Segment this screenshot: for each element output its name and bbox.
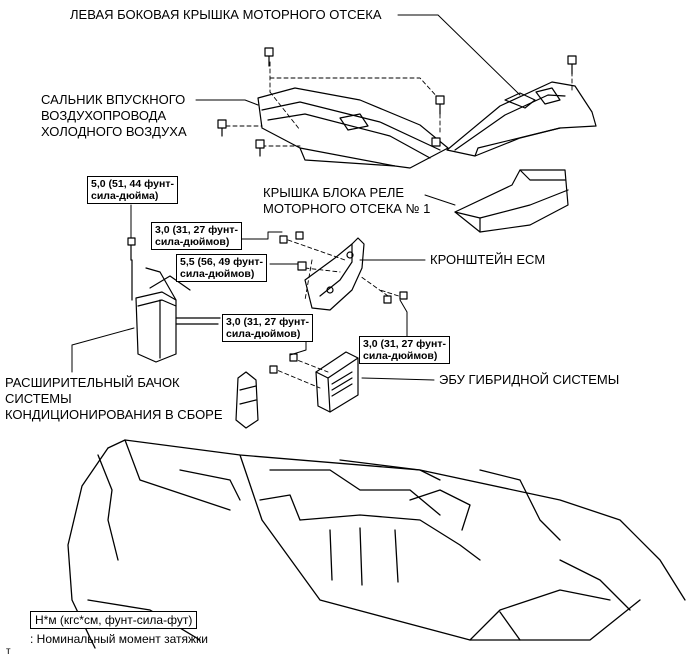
hose-part — [235, 371, 259, 429]
torque-value: 5,0 (51, 44 фунт- — [91, 178, 174, 190]
cover-bolts — [217, 47, 577, 157]
torque-box-ecu-right: 3,0 (31, 27 фунт- сила-дюймов) — [359, 336, 450, 364]
label-relay-cover-1: КРЫШКА БЛОКА РЕЛЕ — [263, 185, 405, 200]
relay-block-cover-part — [454, 169, 569, 233]
intake-seal-part — [257, 87, 449, 169]
torque-value: 3,0 (31, 27 фунт- — [226, 316, 309, 328]
torque-box-bracket-nut: 5,5 (56, 49 фунт- сила-дюймов) — [176, 254, 267, 282]
label-relay-cover-2: МОТОРНОГО ОТСЕКА № 1 — [263, 201, 431, 216]
legend-unit-box: Н*м (кгс*см, фунт-сила-фут) — [30, 611, 198, 629]
torque-box-ecu-left: 3,0 (31, 27 фунт- сила-дюймов) — [222, 314, 313, 342]
torque-unit: сила-дюймов) — [155, 236, 230, 248]
label-intake-seal-3: ХОЛОДНОГО ВОЗДУХА — [41, 124, 187, 139]
torque-unit: сила-дюймов) — [180, 268, 255, 280]
label-intake-seal-2: ВОЗДУХОПРОВОДА — [41, 108, 167, 123]
label-hybrid-ecu: ЭБУ ГИБРИДНОЙ СИСТЕМЫ — [439, 372, 620, 387]
torque-value: 3,0 (31, 27 фунт- — [155, 224, 238, 236]
ecm-bracket-part — [304, 237, 365, 311]
label-left-side-cover: ЛЕВАЯ БОКОВАЯ КРЫШКА МОТОРНОГО ОТСЕКА — [70, 7, 382, 22]
label-expansion-tank-3: КОНДИЦИОНИРОВАНИЯ В СБОРЕ — [5, 407, 223, 422]
torque-unit: сила-дюйма) — [91, 190, 159, 202]
label-intake-seal-1: САЛЬНИК ВПУСКНОГО — [41, 92, 186, 107]
cover-dashed-lines — [225, 61, 573, 147]
legend-description: : Номинальный момент затяжки — [30, 632, 208, 646]
leader-lines — [71, 14, 521, 381]
figure-code: т — [6, 646, 11, 657]
hybrid-ecu-part — [315, 351, 359, 413]
torque-box-bracket-upper: 3,0 (31, 27 фунт- сила-дюймов) — [151, 222, 242, 250]
label-expansion-tank-2: СИСТЕМЫ — [5, 391, 72, 406]
torque-value: 5,5 (56, 49 фунт- — [180, 256, 263, 268]
torque-unit: сила-дюймов) — [363, 350, 438, 362]
torque-unit: сила-дюймов) — [226, 328, 301, 340]
bracket-dashed-lines — [271, 239, 406, 389]
bracket-bolts — [127, 231, 408, 374]
expansion-tank-part — [131, 259, 221, 363]
torque-value: 3,0 (31, 27 фунт- — [363, 338, 446, 350]
left-side-cover-part — [446, 81, 597, 157]
label-ecm-bracket: КРОНШТЕЙН ECM — [430, 252, 546, 267]
label-expansion-tank-1: РАСШИРИТЕЛЬНЫЙ БАЧОК — [5, 375, 180, 390]
torque-box-tank-bolt: 5,0 (51, 44 фунт- сила-дюйма) — [87, 176, 178, 204]
